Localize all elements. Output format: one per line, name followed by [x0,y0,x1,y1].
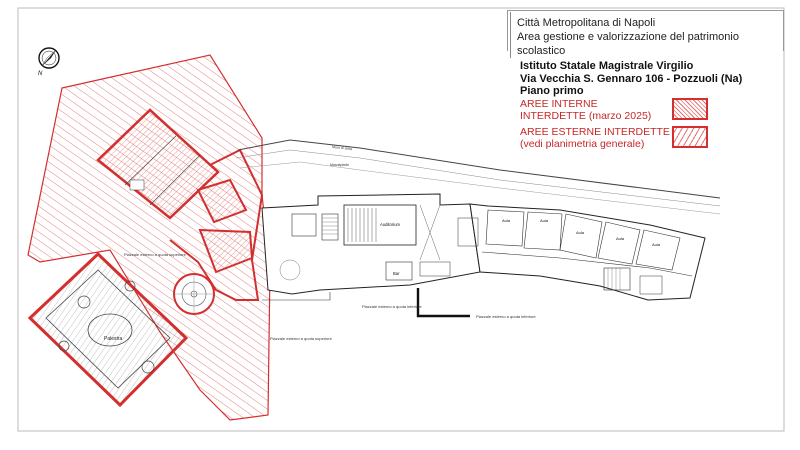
north-west-block [96,108,220,220]
marciapiede-label: Marciapiede [330,163,349,167]
header-frame [507,10,784,51]
header-line-1: Città Metropolitana di Napoli [517,17,656,29]
muro-cinta-label: Muro di cinta [332,145,352,151]
bar-room [385,261,413,281]
aula-1 [485,209,525,247]
aula-label-5: Aula [652,242,661,247]
school-name: Istituto Statale Magistrale Virgilio [520,60,694,72]
east-wing: Aula Aula Aula Aula Aula [457,203,706,301]
header-block: Città Metropolitana di Napoli Area gesti… [510,12,785,58]
legend-external-swatch [672,126,708,148]
north-arrow-icon: N [38,47,60,77]
aula-5 [635,229,681,271]
school-address: Via Vecchia S. Gennaro 106 - Pozzuoli (N… [520,72,743,85]
aula-4 [597,221,641,265]
room-interdetta-1 [196,178,248,224]
legend-internal: AREE INTERNE INTERDETTE (marzo 2025) [520,98,780,124]
legend-external-line1: AREE ESTERNE INTERDETTE [520,126,670,138]
header-line-2: Area gestione e valorizzazione del patri… [517,31,739,57]
spiral-stair [173,273,215,315]
legend-external: AREE ESTERNE INTERDETTE (vedi planimetri… [520,126,780,152]
aula-label-2: Aula [540,218,549,223]
palestra-label: Palestra [104,336,123,342]
piazzale-inf-label-1: Piazzale esterno a quota inferiore [362,304,422,309]
ramp-wall [416,288,470,318]
boundary-wall [237,139,721,199]
floor-name: Piano primo [520,85,584,97]
legend-external-line2: (vedi planimetria generale) [520,138,645,150]
external-forbidden-area-west [27,54,271,421]
piazzale-inf-label-2: Piazzale esterno a quota inferiore [476,314,536,319]
legend-internal-line1: AREE INTERNE [520,98,598,110]
school-info: Istituto Statale Magistrale Virgilio Via… [520,60,780,98]
aula-label-1: Aula [502,218,511,223]
north-label: N [38,71,43,77]
legend: AREE INTERNE INTERDETTE (marzo 2025) ARE… [520,98,780,154]
piazzale-sup-label-1: Piazzale esterno a quota superiore [124,252,187,257]
connecting-wing-outline [169,148,264,301]
main-building-central: Auditorium Bar [261,193,481,295]
legend-internal-swatch [672,98,708,120]
piazzale-sup-label-2: Piazzale esterno a quota superiore [270,336,333,341]
palestra-court: Palestra [27,251,189,408]
aula-label-3: Aula [576,230,585,235]
auditorium-label: Auditorium [380,222,401,227]
aula-3 [559,213,603,259]
sheet-frame [17,7,785,432]
bar-label: Bar [393,271,400,276]
aula-label-4: Aula [616,236,625,241]
legend-internal-line2: INTERDETTE (marzo 2025) [520,110,652,122]
